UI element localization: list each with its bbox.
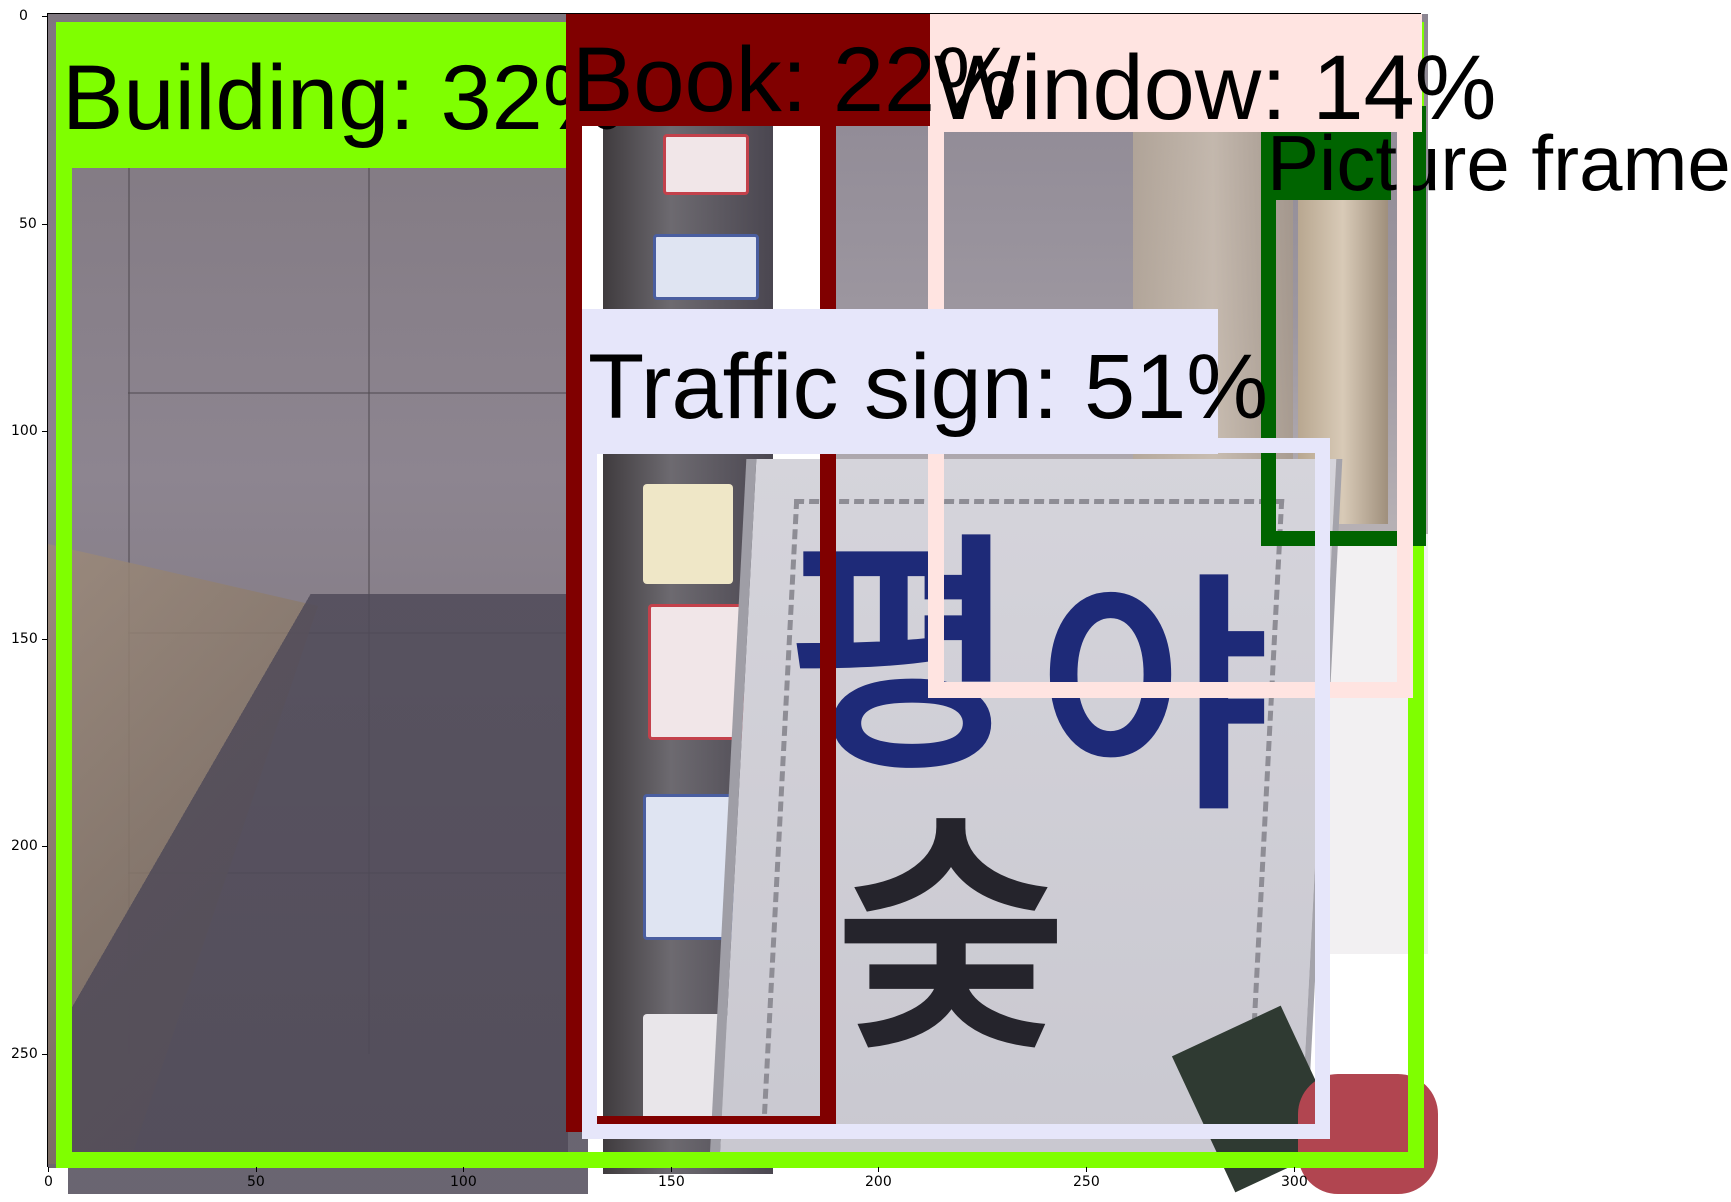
y-tick-label: 150 [11,631,38,647]
x-tick-label: 150 [658,1174,685,1190]
pole-sticker [653,234,759,300]
x-tick [256,1167,257,1172]
y-tick-label: 100 [11,423,38,439]
y-tick [42,431,47,432]
x-tick [878,1167,879,1172]
y-tick-label: 250 [11,1046,38,1062]
y-tick-label: 200 [11,838,38,854]
detection-label-window: Window: 14% [928,14,1496,134]
y-tick-label: 0 [19,8,28,24]
sign-character: 야 [1038,553,1268,844]
y-tick [42,224,47,225]
x-tick-label: 250 [1073,1174,1100,1190]
pole-sticker [643,484,733,584]
bounding-box-traffic-sign [582,438,1330,1139]
x-tick [48,1167,49,1172]
x-tick-label: 50 [247,1174,265,1190]
x-tick [1294,1167,1295,1172]
x-tick [463,1167,464,1172]
x-tick-label: 100 [450,1174,477,1190]
y-tick [42,1054,47,1055]
x-tick [671,1167,672,1172]
y-tick-label: 50 [19,216,37,232]
y-tick [42,639,47,640]
pole-sticker [663,134,749,195]
x-tick-label: 0 [44,1174,53,1190]
pole-sticker [643,794,734,940]
image-plot: 평 야 숮 Building: 32% Picture frame Window… [47,13,1731,1194]
sign-character: 숮 [838,793,1068,1084]
detection-label-traffic-sign: Traffic sign: 51% [582,309,1268,454]
shadow-area [68,594,588,1194]
x-tick-label: 200 [865,1174,892,1190]
y-tick [42,16,47,17]
detection-label-book: Book: 22% [566,14,1017,126]
x-tick-label: 300 [1281,1174,1308,1190]
detection-label-building: Building: 32% [56,22,625,168]
y-tick [42,846,47,847]
x-tick [1086,1167,1087,1172]
